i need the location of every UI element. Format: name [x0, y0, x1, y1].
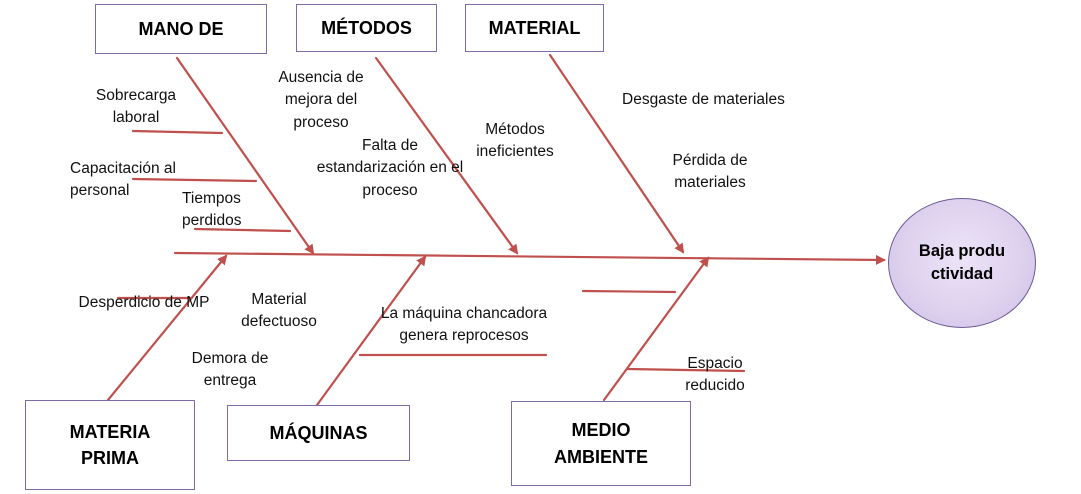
bone-maquinas [315, 255, 427, 407]
category-box-maquinas: MÁQUINAS [227, 405, 410, 461]
cause-falta-estandarizacion: Falta de estandarización en el proceso [316, 137, 464, 199]
category-box-mano-de: MANO DE [95, 4, 267, 54]
cause-tiempos-perdidos: Tiempos perdidos [182, 190, 242, 230]
category-label-mano-de: MANO DE [138, 18, 224, 39]
category-box-metodos: MÉTODOS [296, 4, 437, 52]
bone-medio-ambiente [602, 256, 710, 402]
cause-demora-entrega: Demora de entrega [191, 350, 269, 390]
cause-maquina-chancadora: La máquina chancadora genera reprocesos [380, 305, 548, 345]
tick-tiempos [193, 227, 292, 233]
effect-label: Baja productividad [918, 241, 1006, 283]
tick-capacitacion [131, 177, 258, 183]
cause-perdida-materiales: Pérdida de materiales [672, 152, 748, 192]
cause-ausencia-mejora: Ausencia de mejora del proceso [278, 69, 364, 131]
bone-mano-de [175, 56, 315, 255]
cause-capacitacion: Capacitación al personal [70, 160, 176, 200]
tick-sobrecarga [131, 129, 224, 135]
bone-metodos [374, 56, 519, 255]
cause-metodos-ineficientes: Métodos ineficientes [476, 121, 554, 161]
category-box-materia-prima: MATERIA PRIMA [25, 400, 195, 490]
cause-desgaste-materiales: Desgaste de materiales [622, 91, 785, 108]
category-box-material: MATERIAL [465, 4, 604, 52]
category-label-material: MATERIAL [488, 17, 581, 38]
category-label-metodos: MÉTODOS [321, 17, 412, 38]
effect-ellipse: Baja productividad [888, 198, 1036, 328]
category-label-materia-prima: MATERIA PRIMA [69, 421, 151, 468]
cause-sobrecarga-laboral: Sobrecarga laboral [95, 87, 177, 127]
cause-desperdicio-mp: Desperdicio de MP [78, 294, 210, 311]
bone-materia-prima [106, 254, 228, 402]
cause-material-defectuoso: Material defectuoso [241, 291, 317, 331]
spine-line [173, 251, 886, 265]
tick-espacio [626, 367, 746, 373]
category-label-maquinas: MÁQUINAS [269, 422, 368, 443]
cause-espacio-reducido: Espacio reducido [685, 355, 745, 395]
category-box-medio-ambiente: MEDIO AMBIENTE [511, 401, 691, 486]
tick-medio-upper [581, 289, 677, 294]
category-label-medio-ambiente: MEDIO AMBIENTE [554, 420, 648, 467]
bone-material [548, 53, 685, 254]
